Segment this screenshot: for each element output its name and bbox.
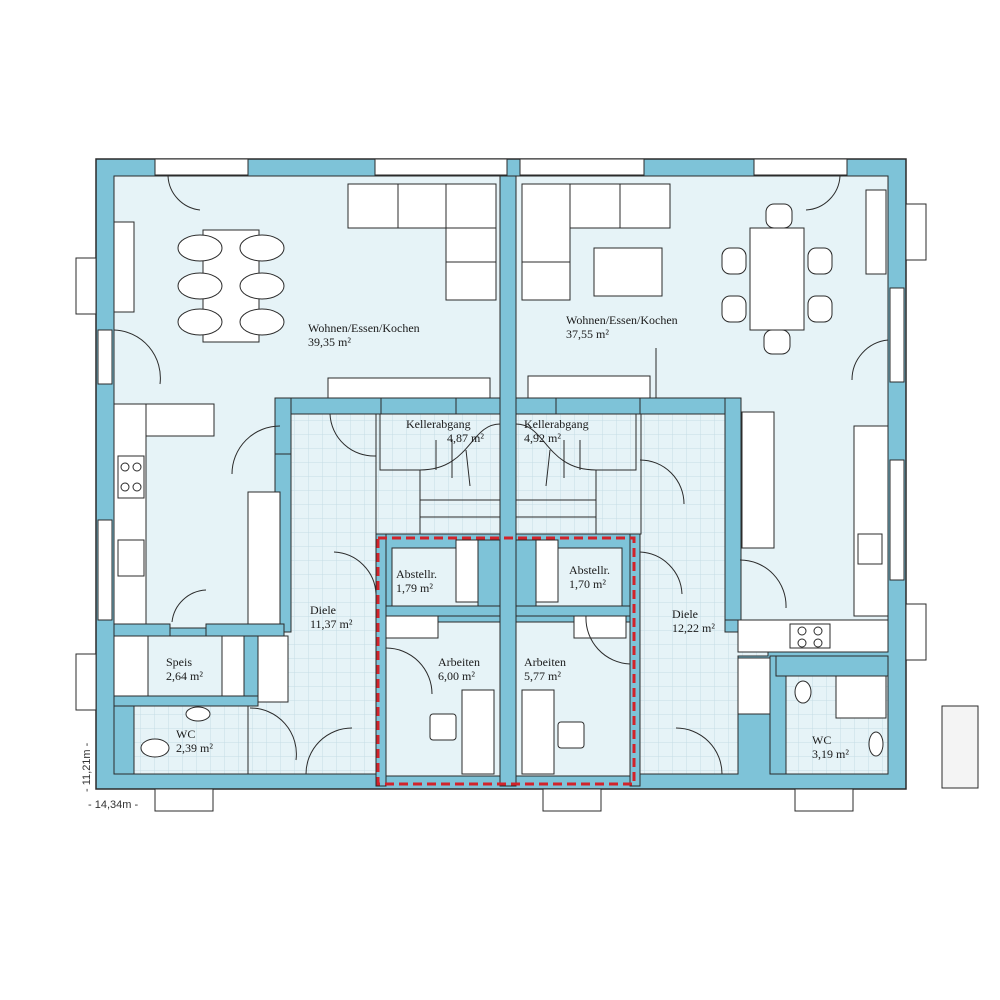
room-area-wc-right: 3,19 m² [812, 747, 849, 761]
room-area-living-right: 37,55 m² [566, 327, 609, 341]
room-area-kellerabgang-left: 4,87 m² [447, 431, 484, 445]
room-label-abstellr-right: Abstellr. [569, 563, 610, 577]
dimension-width: - 14,34m - [88, 799, 138, 811]
room-area-wc-left: 2,39 m² [176, 741, 213, 755]
room-area-arbeiten-right: 5,77 m² [524, 669, 561, 683]
room-label-diele-left: Diele [310, 603, 336, 617]
room-area-living-left: 39,35 m² [308, 335, 351, 349]
room-area-diele-left: 11,37 m² [310, 617, 353, 631]
dimension-depth: - 11,21m - [81, 742, 93, 792]
room-label-speis: Speis [166, 655, 192, 669]
room-label-wc-left: WC [176, 727, 195, 741]
room-label-abstellr-left: Abstellr. [396, 567, 437, 581]
interior-walls [113, 175, 889, 787]
room-area-arbeiten-left: 6,00 m² [438, 669, 475, 683]
room-label-diele-right: Diele [672, 607, 698, 621]
furniture [113, 183, 889, 775]
room-area-abstellr-right: 1,70 m² [569, 577, 606, 591]
room-labels: Wohnen/Essen/Kochen 39,35 m² Wohnen/Esse… [166, 313, 849, 761]
room-label-wc-right: WC [812, 733, 831, 747]
stairs [379, 414, 637, 534]
room-label-arbeiten-right: Arbeiten [524, 655, 566, 669]
room-label-kellerabgang-right: Kellerabgang [524, 417, 589, 431]
windows [75, 158, 979, 812]
room-label-arbeiten-left: Arbeiten [438, 655, 480, 669]
room-area-abstellr-left: 1,79 m² [396, 581, 433, 595]
room-label-living-left: Wohnen/Essen/Kochen [308, 321, 420, 335]
highlight-outline [376, 536, 636, 786]
room-label-living-right: Wohnen/Essen/Kochen [566, 313, 678, 327]
room-label-kellerabgang-left: Kellerabgang [406, 417, 471, 431]
room-area-diele-right: 12,22 m² [672, 621, 715, 635]
room-area-kellerabgang-right: 4,92 m² [524, 431, 561, 445]
doors [113, 175, 889, 775]
room-area-speis: 2,64 m² [166, 669, 203, 683]
